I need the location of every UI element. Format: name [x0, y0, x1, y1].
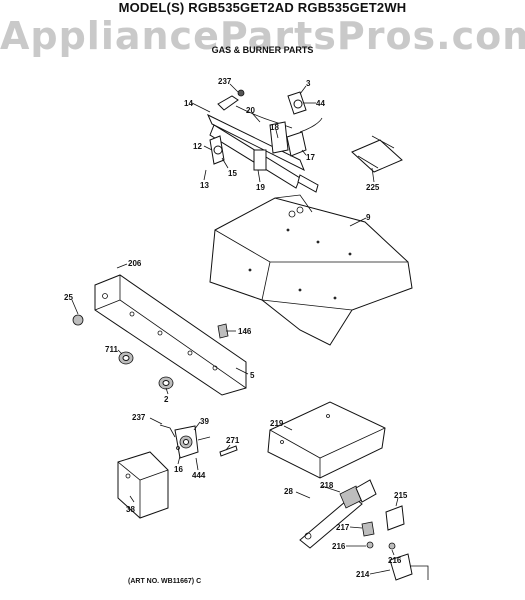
callout-15: 15: [228, 169, 237, 178]
leader-lines: [71, 83, 399, 575]
watermark-logo: AppliancePartsPros.com: [0, 14, 525, 58]
igniter-214: [389, 553, 429, 581]
model-title: MODEL(S) RGB535GET2AD RGB535GET2WH: [118, 0, 407, 15]
callout-206: 206: [128, 259, 142, 268]
callout-225: 225: [366, 183, 380, 192]
burner-box-9: [209, 194, 413, 346]
callout-13: 13: [200, 181, 209, 190]
callout-19: 19: [256, 183, 265, 192]
burner-shield-219: [267, 401, 386, 479]
igniter-bracket-215: [385, 505, 405, 531]
callout-39: 39: [200, 417, 209, 426]
callout-217: 217: [336, 523, 350, 532]
section-title: GAS & BURNER PARTS: [211, 45, 314, 55]
callout-711: 711: [105, 345, 118, 354]
screw-216: [366, 541, 396, 550]
callout-271: 271: [226, 436, 240, 445]
callout-237-top: 237: [218, 77, 232, 86]
callout-17: 17: [306, 153, 315, 162]
callout-215: 215: [394, 491, 408, 500]
callout-146: 146: [238, 327, 252, 336]
bracket-38: [117, 451, 169, 519]
callout-2: 2: [164, 395, 169, 404]
manifold-assembly: [206, 89, 323, 193]
callout-237-bottom: 237: [132, 413, 146, 422]
bracket-225: [351, 135, 403, 173]
oven-burner-28: [299, 479, 377, 549]
callout-3: 3: [306, 79, 311, 88]
callout-218: 218: [320, 481, 334, 490]
orifice-cap-25: [72, 314, 84, 326]
grommet-711: [118, 351, 134, 365]
art-number: (ART NO. WB11667) C: [128, 578, 202, 585]
callout-18: 18: [270, 123, 279, 132]
callout-216-left: 216: [332, 542, 346, 551]
callout-219: 219: [270, 419, 284, 428]
igniter-217: [361, 521, 375, 537]
manifold-panel-5: [94, 274, 247, 396]
callout-444: 444: [192, 471, 206, 480]
callout-20: 20: [246, 106, 255, 115]
callout-38: 38: [126, 505, 135, 514]
callout-16: 16: [174, 465, 183, 474]
callout-44: 44: [316, 99, 325, 108]
callout-25: 25: [64, 293, 73, 302]
grommet-2: [158, 376, 174, 390]
callout-216-right: 216: [388, 556, 402, 565]
callout-214: 214: [356, 570, 370, 579]
callout-28: 28: [284, 487, 293, 496]
oven-valve-assembly: [159, 424, 238, 459]
callout-9: 9: [366, 213, 371, 222]
callout-5: 5: [250, 371, 255, 380]
callout-12: 12: [193, 142, 202, 151]
callout-14: 14: [184, 99, 193, 108]
clip-146: [217, 323, 229, 339]
